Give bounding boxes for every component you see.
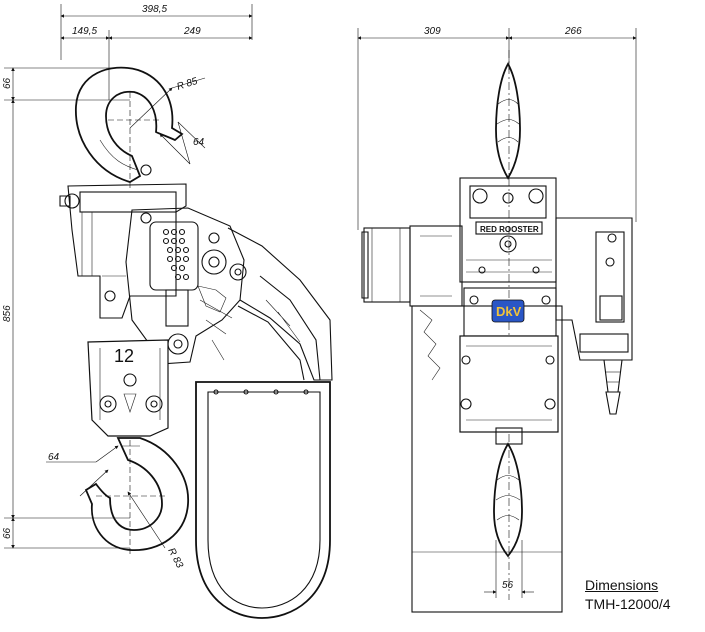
- left-view-dimension-texts: 398,5 149,5 249 66 856 66 R 85 64 64 R 8…: [2, 4, 205, 570]
- left-view-dimensions: [4, 4, 253, 549]
- load-mark: 12: [114, 346, 134, 366]
- top-hook-side: [495, 50, 521, 600]
- brand-plate: RED ROOSTER: [480, 225, 539, 234]
- caption-title: Dimensions: [585, 577, 659, 593]
- dkv-badge: DkV: [491, 299, 525, 323]
- top-hook: [75, 66, 184, 190]
- chain-container-front: [411, 305, 563, 613]
- chain-bag: [195, 381, 331, 619]
- button-pendant-grid: [162, 228, 190, 281]
- dim-bottom-hook: 66: [2, 527, 13, 539]
- bottom-hook: [84, 437, 189, 556]
- badge-text: DkV: [496, 304, 522, 319]
- bottom-hook-side: [493, 442, 523, 558]
- caption-model: TMH-12000/4: [585, 596, 671, 612]
- dim-top-radius: R 85: [176, 76, 200, 93]
- right-view-dimensions: [357, 28, 637, 598]
- dim-hook-center: 56: [502, 580, 514, 591]
- dim-bottom-throat: 64: [48, 452, 60, 463]
- upper-block: [59, 183, 187, 319]
- dim-right-width: 266: [564, 26, 582, 37]
- dim-bottom-radius: R 83: [165, 546, 185, 570]
- right-view-hoist: RED ROOSTER: [361, 50, 633, 613]
- gearbox: DkV: [463, 287, 557, 337]
- right-view-dimension-texts: 309 266 56: [424, 26, 582, 591]
- dim-height: 856: [2, 305, 13, 322]
- dim-overall-width: 398,5: [142, 4, 167, 15]
- bottom-block-front: [459, 335, 559, 445]
- dim-top-hook: 66: [2, 77, 13, 89]
- right-control-housing: [555, 217, 633, 415]
- left-motor-housing: [361, 225, 463, 307]
- dim-body-width: 249: [183, 26, 201, 37]
- dim-hook-offset: 149,5: [72, 26, 97, 37]
- left-view-hoist: 12: [59, 66, 333, 619]
- dim-left-width: 309: [424, 26, 441, 37]
- dim-top-throat: 64: [193, 137, 205, 148]
- drawing-caption: Dimensions TMH-12000/4: [585, 576, 671, 614]
- upper-body: RED ROOSTER: [459, 177, 557, 283]
- bottom-block: 12: [87, 339, 169, 437]
- chain-guide-arm: [227, 227, 333, 381]
